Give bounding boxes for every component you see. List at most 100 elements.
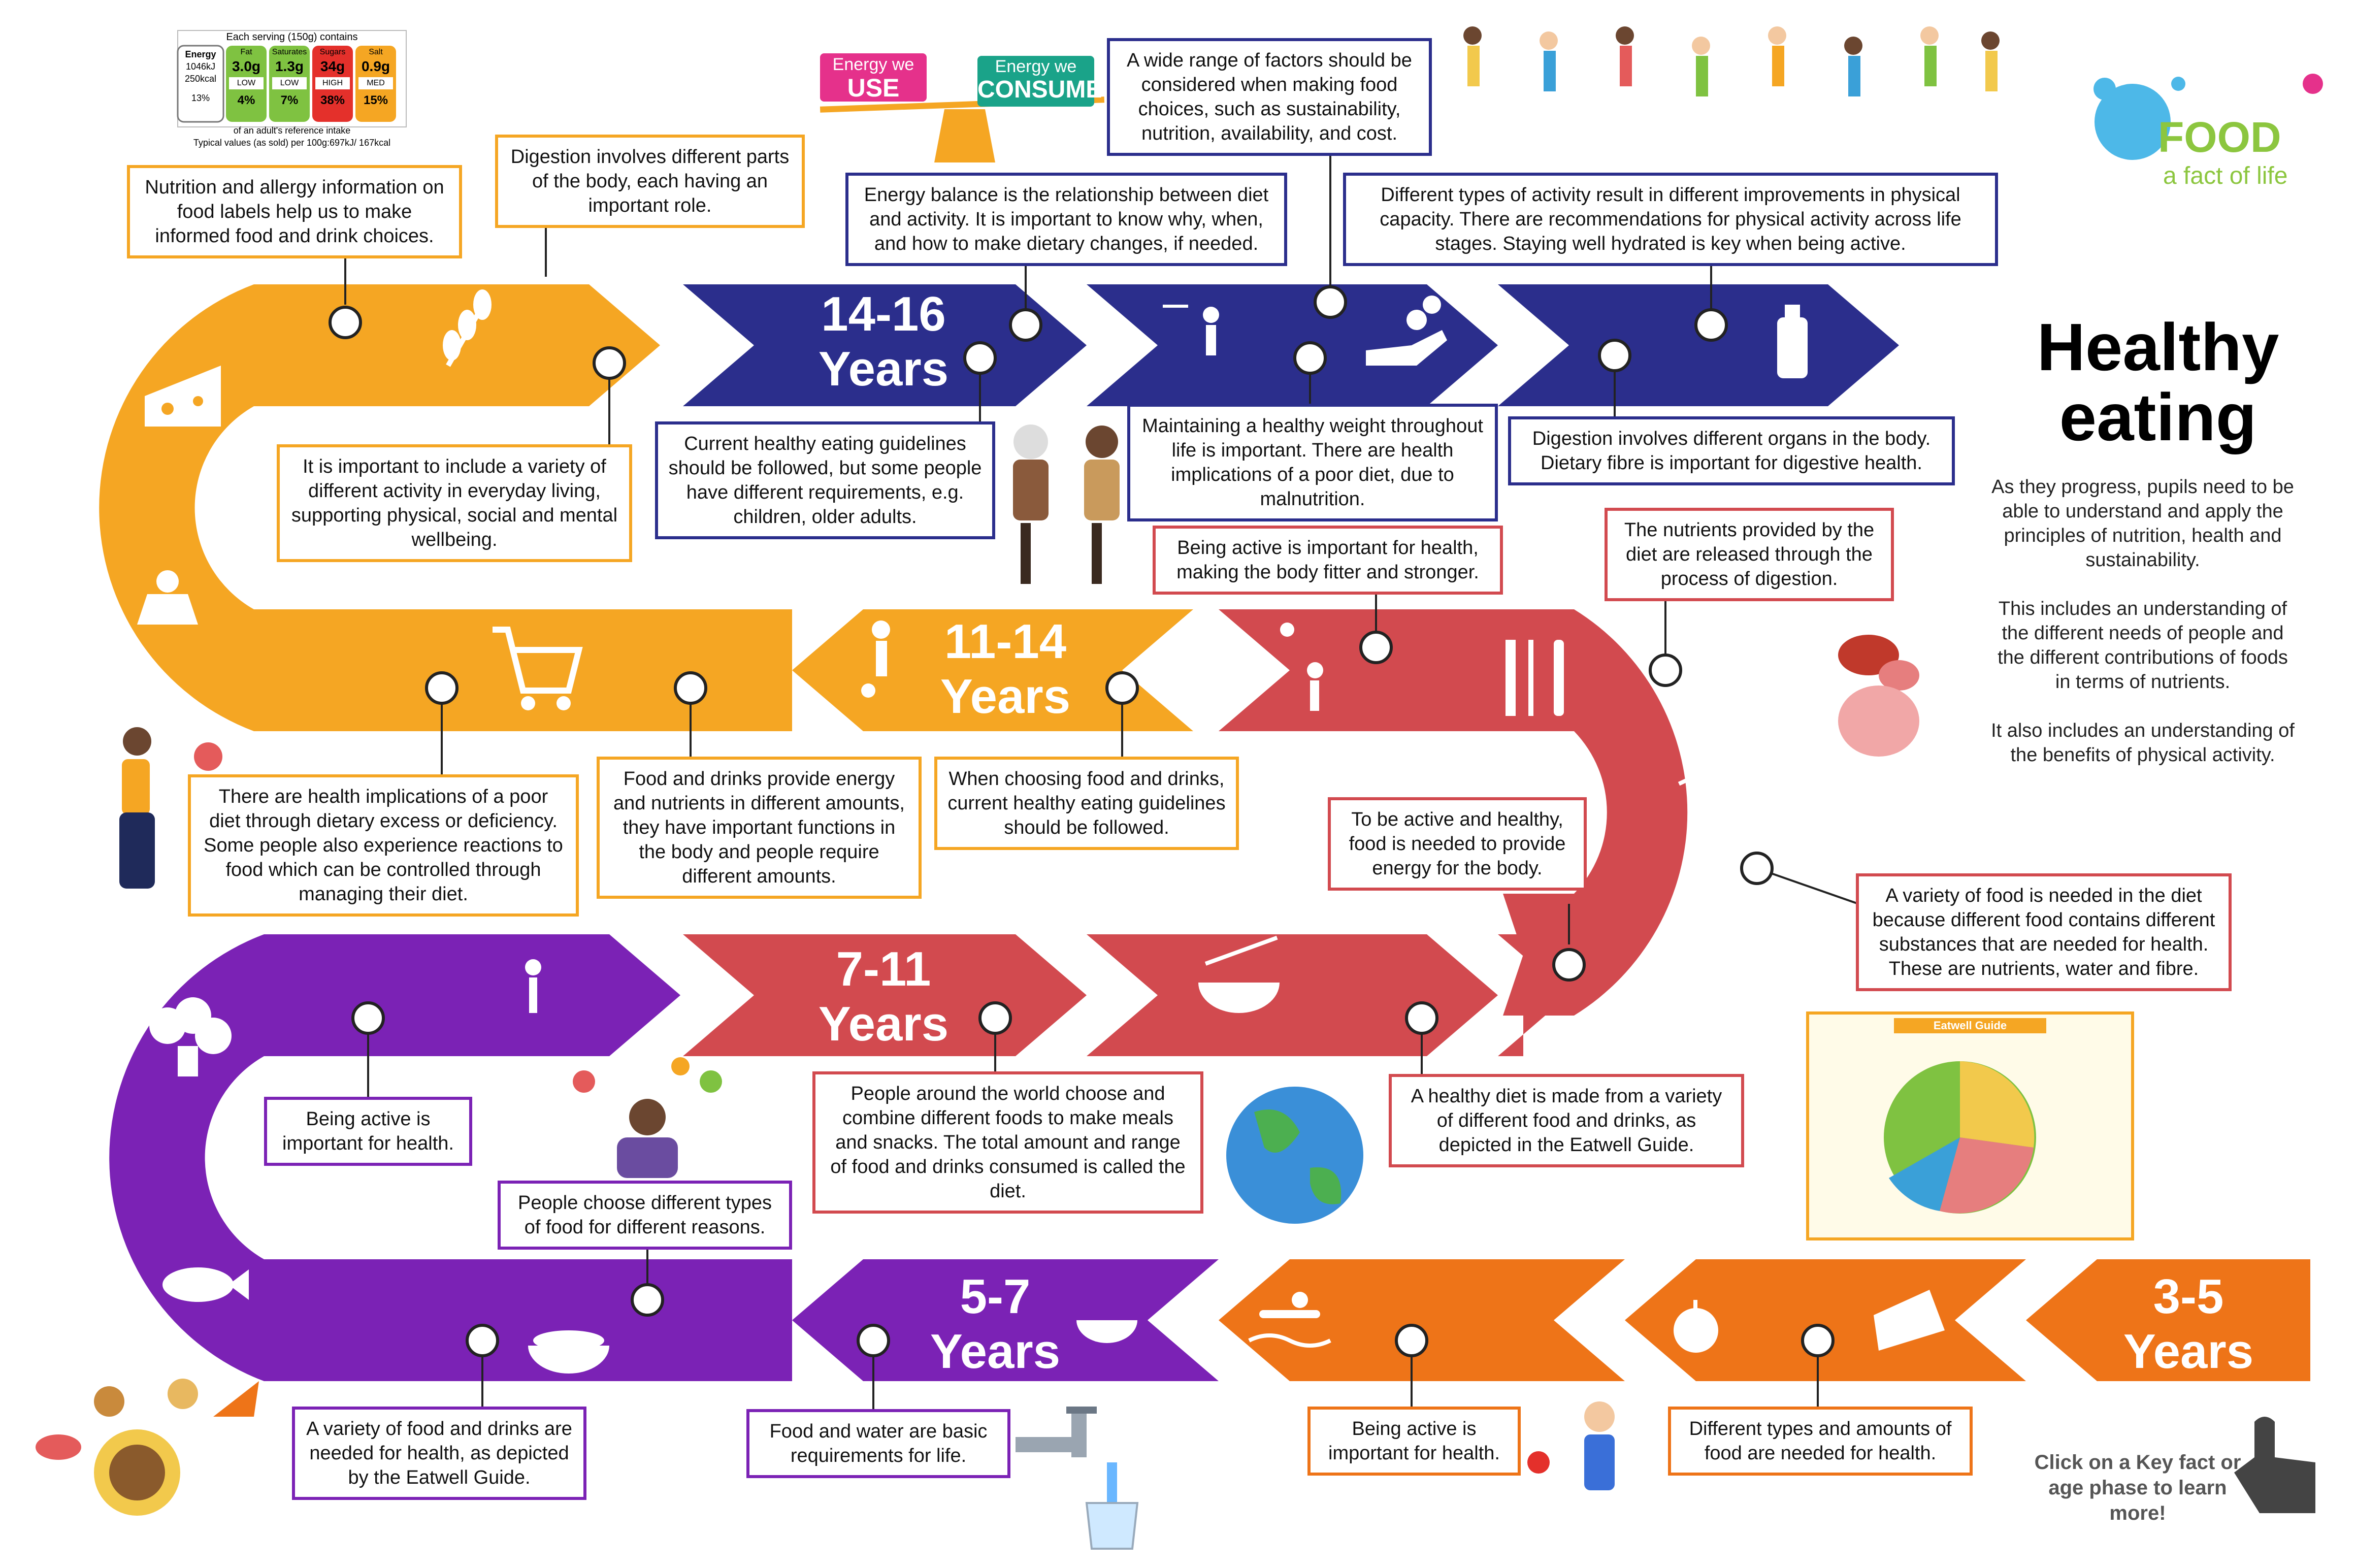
nutrient-level: LOW bbox=[229, 77, 264, 89]
key-fact-healthy-diet-eatwell[interactable]: A healthy diet is made from a variety of… bbox=[1389, 1074, 1744, 1167]
money-hand-icon bbox=[1366, 296, 1447, 366]
intro-paragraph-3: It also includes an understanding of the… bbox=[1991, 720, 2295, 766]
intro-paragraph-2: This includes an understanding of the di… bbox=[1998, 598, 2288, 693]
fish-icon bbox=[162, 1267, 249, 1302]
energy-kcal: 250kcal bbox=[184, 74, 217, 84]
red-chevron-3 bbox=[1498, 934, 1569, 1056]
cheese-icon bbox=[145, 366, 221, 427]
digestive-system-illustration bbox=[1838, 635, 1919, 757]
key-fact-poor-diet-implications[interactable]: There are health implications of a poor … bbox=[188, 774, 579, 917]
key-fact-active-health-7-11[interactable]: Being active is important for health. bbox=[264, 1097, 472, 1166]
cartwheel-icon bbox=[525, 959, 541, 1013]
broccoli-icon bbox=[149, 997, 232, 1076]
key-fact-choosing-food[interactable]: When choosing food and drinks, current h… bbox=[934, 757, 1239, 850]
key-fact-types-amounts[interactable]: Different types and amounts of food are … bbox=[1668, 1407, 1973, 1476]
globe-illustration bbox=[1226, 1087, 1363, 1224]
key-fact-food-water[interactable]: Food and water are basic requirements fo… bbox=[746, 1409, 1010, 1478]
apple-icon bbox=[1674, 1300, 1718, 1353]
purple-chevron-3 bbox=[792, 1259, 1219, 1381]
eatwell-guide-poster[interactable] bbox=[1806, 1011, 2134, 1240]
food-label bbox=[177, 30, 407, 127]
key-fact-digestion-parts[interactable]: Digestion involves different parts of th… bbox=[495, 135, 805, 228]
football-player-icon bbox=[861, 620, 890, 698]
key-fact-healthy-weight[interactable]: Maintaining a healthy weight throughout … bbox=[1127, 404, 1498, 521]
navy-chevron-1 bbox=[683, 284, 1087, 406]
key-fact-activity-variety[interactable]: It is important to include a variety of … bbox=[277, 444, 632, 562]
nutrient-level: HIGH bbox=[315, 77, 350, 89]
key-fact-variety-nutrients[interactable]: A variety of food is needed in the diet … bbox=[1856, 873, 2232, 991]
connector-lines bbox=[344, 155, 1859, 1412]
key-fact-nutrients-digestion[interactable]: The nutrients provided by the diet are r… bbox=[1605, 508, 1894, 601]
food-label-footer-1: of an adult's reference intake bbox=[233, 125, 351, 136]
thinking-person-illustration bbox=[573, 1057, 722, 1178]
brorange-chevron-1 bbox=[1219, 1259, 1625, 1381]
energy-use-label: Energy we USE bbox=[820, 55, 927, 102]
nutrient-pct: 15% bbox=[363, 93, 388, 107]
nutrient-pct: 7% bbox=[280, 93, 299, 107]
key-fact-world-foods[interactable]: People around the world choose and combi… bbox=[812, 1071, 1203, 1214]
key-fact-food-labels[interactable]: Nutrition and allergy information on foo… bbox=[127, 165, 462, 258]
key-fact-energy-balance[interactable]: Energy balance is the relationship betwe… bbox=[845, 173, 1287, 266]
key-fact-active-health-3-5[interactable]: Being active is important for health. bbox=[1307, 1407, 1521, 1476]
age-phase-14-16[interactable]: 14-16 Years bbox=[751, 287, 1016, 397]
elderly-couple-illustration bbox=[1013, 424, 1120, 584]
age-phase-line1: 11-14 bbox=[944, 614, 1067, 669]
key-fact-energy-for-body[interactable]: To be active and healthy, food is needed… bbox=[1328, 797, 1587, 891]
intro-paragraph-1: As they progress, pupils need to be able… bbox=[1991, 476, 2294, 571]
badminton-player-icon bbox=[1280, 623, 1323, 711]
food-label-header: Each serving (150g) contains bbox=[226, 31, 358, 43]
key-fact-activity-types[interactable]: Different types of activity result in di… bbox=[1343, 173, 1998, 266]
red-uturn bbox=[1219, 609, 1688, 1016]
milk-bottle-icon bbox=[1660, 914, 1706, 1000]
swimmer-icon bbox=[1248, 1292, 1331, 1348]
energy-kj: 1046kJ bbox=[185, 61, 216, 72]
balance-scale-illustration bbox=[820, 53, 1105, 162]
food-label-footer-2: Typical values (as sold) per 100g:697kJ/… bbox=[193, 138, 391, 148]
age-phase-7-11[interactable]: 7-11 Years bbox=[751, 942, 1016, 1052]
hand-pointer-icon bbox=[2234, 1417, 2315, 1513]
age-phase-5-7[interactable]: 5-7 Years bbox=[863, 1269, 1127, 1379]
runners-illustration bbox=[1463, 26, 2000, 96]
nutrient-pct: 4% bbox=[237, 93, 255, 107]
title-line2: eating bbox=[2059, 380, 2257, 454]
key-fact-eatwell-variety[interactable]: A variety of food and drinks are needed … bbox=[292, 1407, 586, 1500]
age-phase-11-14[interactable]: 11-14 Years bbox=[873, 614, 1137, 724]
tap-illustration bbox=[1016, 1407, 1139, 1550]
key-fact-food-choice-factors[interactable]: A wide range of factors should be consid… bbox=[1107, 38, 1432, 156]
energy-name: Energy bbox=[185, 49, 216, 59]
fact-markers[interactable] bbox=[329, 285, 1835, 1357]
age-phase-line2: Years bbox=[930, 1324, 1061, 1379]
key-fact-energy-nutrients[interactable]: Food and drinks provide energy and nutri… bbox=[597, 757, 922, 899]
energy-consume-label: Energy we CONSUME bbox=[977, 57, 1102, 104]
key-fact-guidelines-requirements[interactable]: Current healthy eating guidelines should… bbox=[655, 421, 995, 539]
age-phase-line1: 5-7 bbox=[960, 1269, 1031, 1324]
food-label-energy: Energy 1046kJ 250kcal 13% bbox=[179, 48, 222, 104]
food-label-nutrient-fat: Fat 3.0g LOW 4% bbox=[226, 47, 267, 110]
logo-tagline: a fact of life bbox=[2163, 162, 2288, 189]
wheat-icon bbox=[443, 289, 492, 367]
age-phase-line2: Years bbox=[2123, 1324, 2254, 1379]
eatwell-guide-title: Eatwell Guide bbox=[1933, 1019, 2007, 1032]
age-phase-line2: Years bbox=[818, 997, 949, 1051]
title-line1: Healthy bbox=[2037, 310, 2279, 384]
basketball-player-icon bbox=[1163, 305, 1219, 355]
nutrient-level: LOW bbox=[272, 77, 307, 89]
logo-word: FOOD bbox=[2158, 113, 2281, 161]
brorange-chevron-2 bbox=[1625, 1259, 2026, 1381]
energy-pct: 13% bbox=[191, 93, 210, 103]
brorange-chevron-3 bbox=[2026, 1259, 2310, 1381]
navy-chevron-3 bbox=[1498, 284, 1899, 406]
kebab-icon bbox=[1678, 752, 1745, 789]
energy-use-line1: Energy we bbox=[832, 55, 914, 74]
key-fact-food-reasons[interactable]: People choose different types of food fo… bbox=[498, 1181, 792, 1250]
food-label-nutrient-sugars: Sugars 34g HIGH 38% bbox=[312, 47, 353, 110]
key-fact-digestive-organs[interactable]: Digestion involves different organs in t… bbox=[1508, 416, 1955, 485]
energy-consume-line2: CONSUME bbox=[977, 76, 1102, 103]
nutrient-amount: 1.3g bbox=[275, 58, 304, 74]
age-phase-3-5[interactable]: 3-5 Years bbox=[2097, 1269, 2280, 1379]
sandwich-icon bbox=[1874, 1290, 1945, 1351]
navy-chevron-2 bbox=[1087, 284, 1498, 406]
key-fact-active-fitter[interactable]: Being active is important for health, ma… bbox=[1153, 526, 1503, 595]
